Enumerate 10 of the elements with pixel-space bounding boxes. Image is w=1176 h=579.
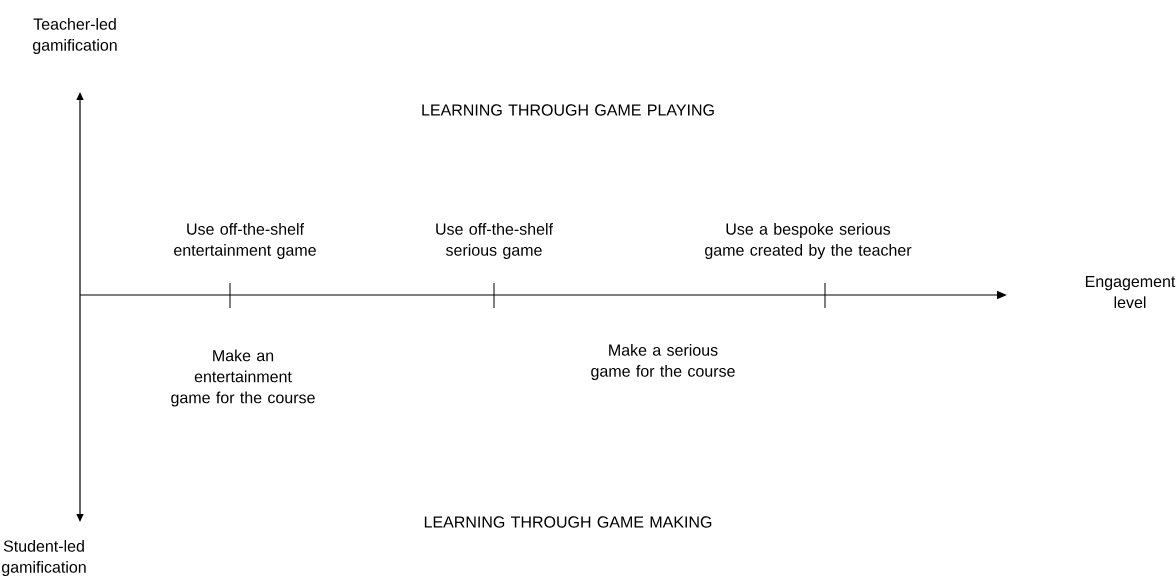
- option-label: Use a bespoke serious game created by the teacher: [705, 223, 912, 259]
- axis-label: Teacher-led gamification: [33, 18, 117, 54]
- option-label: Make an entertainment game for the course: [171, 349, 315, 407]
- option-label: Make a serious game for the course: [591, 344, 735, 380]
- heading: LEARNING THROUGH GAME MAKING: [424, 516, 712, 528]
- axis-label: Student-led gamification: [2, 540, 86, 576]
- option-label: Use off-the-shelf serious game: [436, 223, 553, 259]
- heading: LEARNING THROUGH GAME PLAYING: [422, 104, 714, 116]
- axis-label: Engagement level: [1085, 275, 1176, 309]
- option-label: Use off-the-shelf entertainment game: [174, 223, 316, 259]
